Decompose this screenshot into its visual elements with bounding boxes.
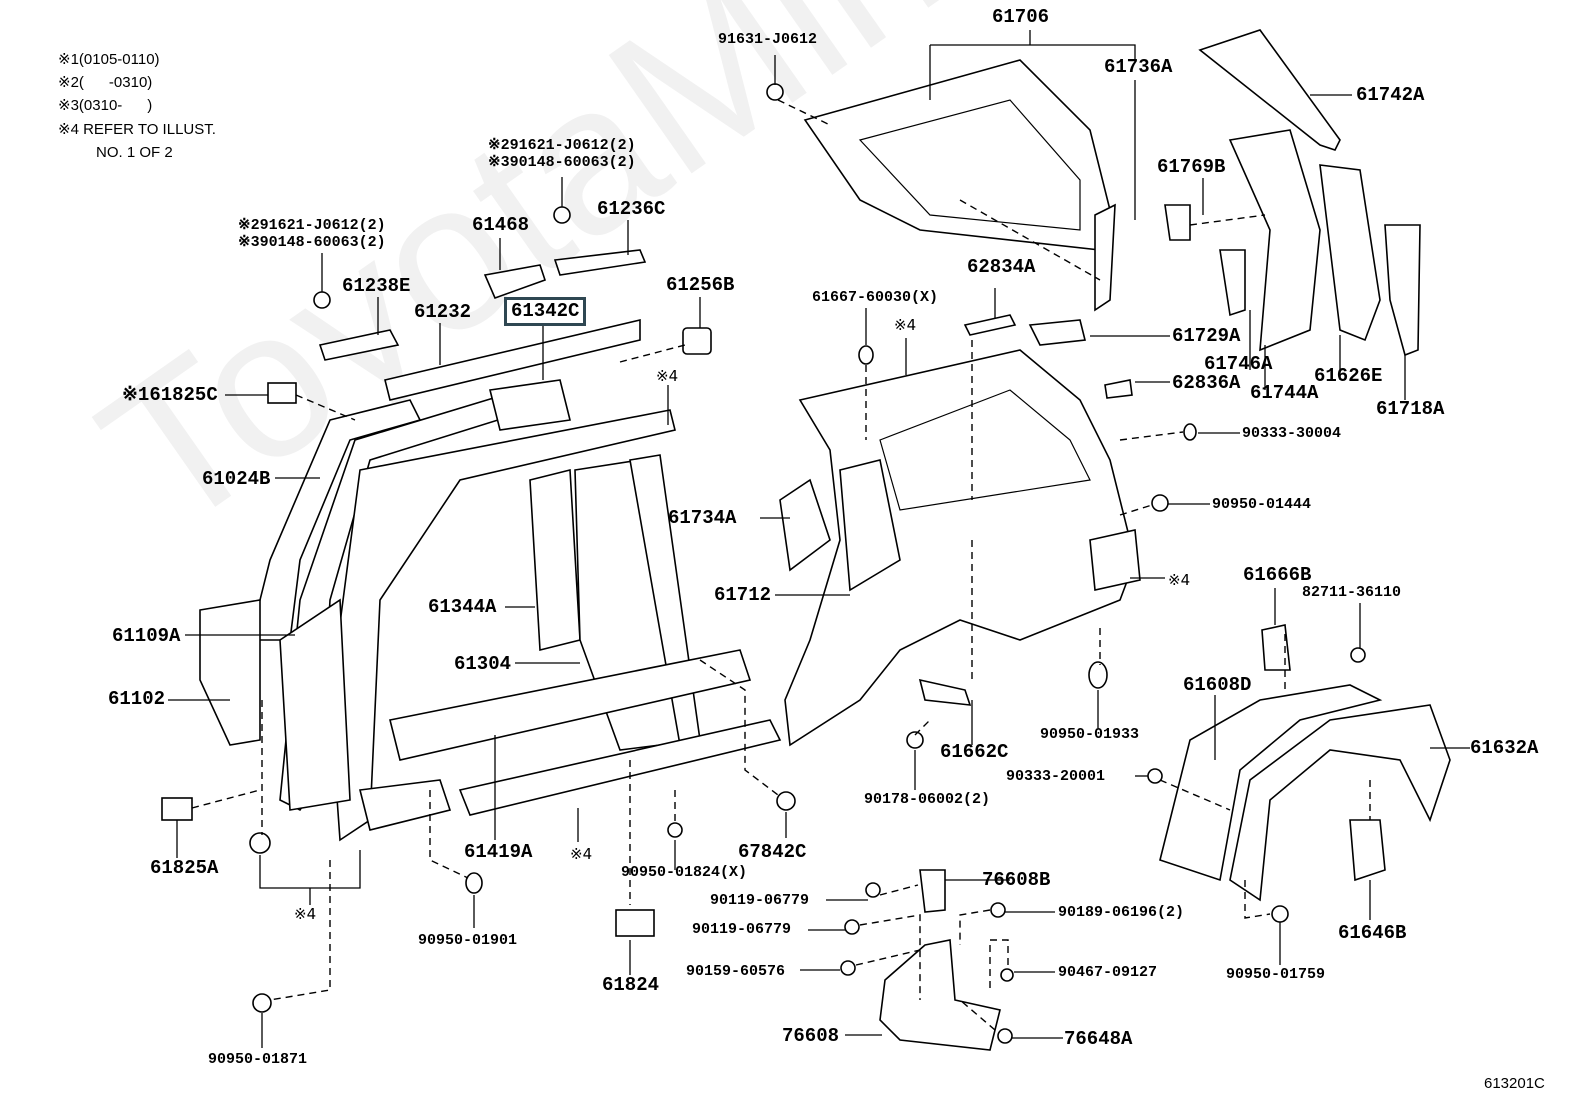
part-label-62834a[interactable]: 62834A [967, 256, 1036, 278]
fastener-group-1-line1[interactable]: ※291621-J0612(2) [488, 137, 636, 154]
part-label-61238e[interactable]: 61238E [342, 275, 411, 297]
part-label-61608d[interactable]: 61608D [1183, 674, 1252, 696]
part-label-90119-06779-b[interactable]: 90119-06779 [692, 921, 792, 938]
part-label-82711-36110[interactable]: 82711-36110 [1302, 584, 1402, 601]
part-label-76648a[interactable]: 76648A [1064, 1028, 1133, 1050]
part-label-90950-01444[interactable]: 90950-01444 [1212, 496, 1312, 513]
quarter-panel [779, 59, 1197, 749]
part-label-90467-09127[interactable]: 90467-09127 [1058, 964, 1158, 981]
part-label-61666b[interactable]: 61666B [1243, 564, 1312, 586]
part-label-61736a[interactable]: 61736A [1104, 56, 1173, 78]
part-label-61712[interactable]: 61712 [714, 584, 772, 606]
ref-mark-4-a: ※4 [894, 316, 917, 334]
ref-mark-4-e: ※4 [294, 905, 317, 923]
part-label-61344a[interactable]: 61344A [428, 596, 497, 618]
part-label-61304[interactable]: 61304 [454, 653, 512, 675]
part-label-90159-60576[interactable]: 90159-60576 [686, 963, 786, 980]
part-label-61632a[interactable]: 61632A [1470, 737, 1539, 759]
part-label-61718a[interactable]: 61718A [1376, 398, 1445, 420]
part-label-61256b[interactable]: 61256B [666, 274, 735, 296]
part-label-61468[interactable]: 61468 [472, 214, 530, 236]
fastener-group-2-line2[interactable]: ※390148-60063(2) [238, 234, 386, 251]
part-label-61236c[interactable]: 61236C [597, 198, 666, 220]
rear-pillars [1164, 29, 1421, 357]
part-label-61419a[interactable]: 61419A [464, 841, 533, 863]
note-4-cont: NO. 1 OF 2 [96, 144, 173, 161]
part-label-61626e[interactable]: 61626E [1314, 365, 1383, 387]
part-label-61746a[interactable]: 61746A [1204, 353, 1273, 375]
part-label-67842c[interactable]: 67842C [738, 841, 807, 863]
part-label-61646b[interactable]: 61646B [1338, 922, 1407, 944]
part-label-90119-06779-a[interactable]: 90119-06779 [710, 892, 810, 909]
ref-mark-4-d: ※4 [570, 845, 593, 863]
part-label-90950-01824[interactable]: 90950-01824(X) [621, 864, 748, 881]
part-label-61109a[interactable]: 61109A [112, 625, 181, 647]
part-label-90950-01933[interactable]: 90950-01933 [1040, 726, 1140, 743]
part-label-76608[interactable]: 76608 [782, 1025, 840, 1047]
fastener-group-1-line2[interactable]: ※390148-60063(2) [488, 154, 636, 171]
leader-lines [168, 30, 1470, 1048]
part-label-61667-60030[interactable]: 61667-60030(X) [812, 289, 939, 306]
part-label-90178-06002[interactable]: 90178-06002(2) [864, 791, 991, 808]
part-label-90950-01871[interactable]: 90950-01871 [208, 1051, 308, 1068]
highlighted-part-number: 61342C [511, 300, 580, 322]
note-1: ※1(0105-0110) [58, 51, 160, 68]
part-label-90950-01759[interactable]: 90950-01759 [1226, 966, 1326, 983]
part-label-61706[interactable]: 61706 [992, 6, 1050, 28]
ref-mark-4-b: ※4 [656, 367, 679, 385]
part-label-61662c[interactable]: 61662C [940, 741, 1009, 763]
part-label-90333-30004[interactable]: 90333-30004 [1242, 425, 1342, 442]
front-pillar-assembly [199, 318, 676, 842]
mud-guard [840, 869, 1014, 1051]
part-label-61769b[interactable]: 61769B [1157, 156, 1226, 178]
part-label-61744a[interactable]: 61744A [1250, 382, 1319, 404]
fastener-group-2-line1[interactable]: ※291621-J0612(2) [238, 217, 386, 234]
part-label-90333-20001[interactable]: 90333-20001 [1006, 768, 1106, 785]
part-label-62836a[interactable]: 62836A [1172, 372, 1241, 394]
rocker-panel [359, 649, 782, 831]
part-label-61342c-highlighted[interactable]: 61342C [504, 297, 587, 326]
part-label-91631-j0612[interactable]: 91631-J0612 [718, 31, 818, 48]
part-label-61734a[interactable]: 61734A [668, 507, 737, 529]
part-label-61825a[interactable]: 61825A [150, 857, 219, 879]
part-label-61024b[interactable]: 61024B [202, 468, 271, 490]
part-label-90950-01901[interactable]: 90950-01901 [418, 932, 518, 949]
part-label-76608b[interactable]: 76608B [982, 869, 1051, 891]
small-brackets [161, 83, 874, 1013]
part-label-61824[interactable]: 61824 [602, 974, 660, 996]
part-label-61742a[interactable]: 61742A [1356, 84, 1425, 106]
part-label-61102[interactable]: 61102 [108, 688, 166, 710]
ref-mark-4-c: ※4 [1168, 571, 1191, 589]
note-4: ※4 REFER TO ILLUST. [58, 121, 216, 138]
part-label-61825c[interactable]: ※161825C [122, 384, 218, 406]
note-3: ※3(0310- ) [58, 97, 153, 114]
part-label-61729a[interactable]: 61729A [1172, 325, 1241, 347]
part-label-90189-06196[interactable]: 90189-06196(2) [1058, 904, 1185, 921]
dashed-guides [191, 99, 1371, 1031]
note-2: ※2( -0310) [58, 74, 153, 91]
part-label-61232[interactable]: 61232 [414, 301, 472, 323]
illustration-code: 613201C [1484, 1075, 1545, 1092]
